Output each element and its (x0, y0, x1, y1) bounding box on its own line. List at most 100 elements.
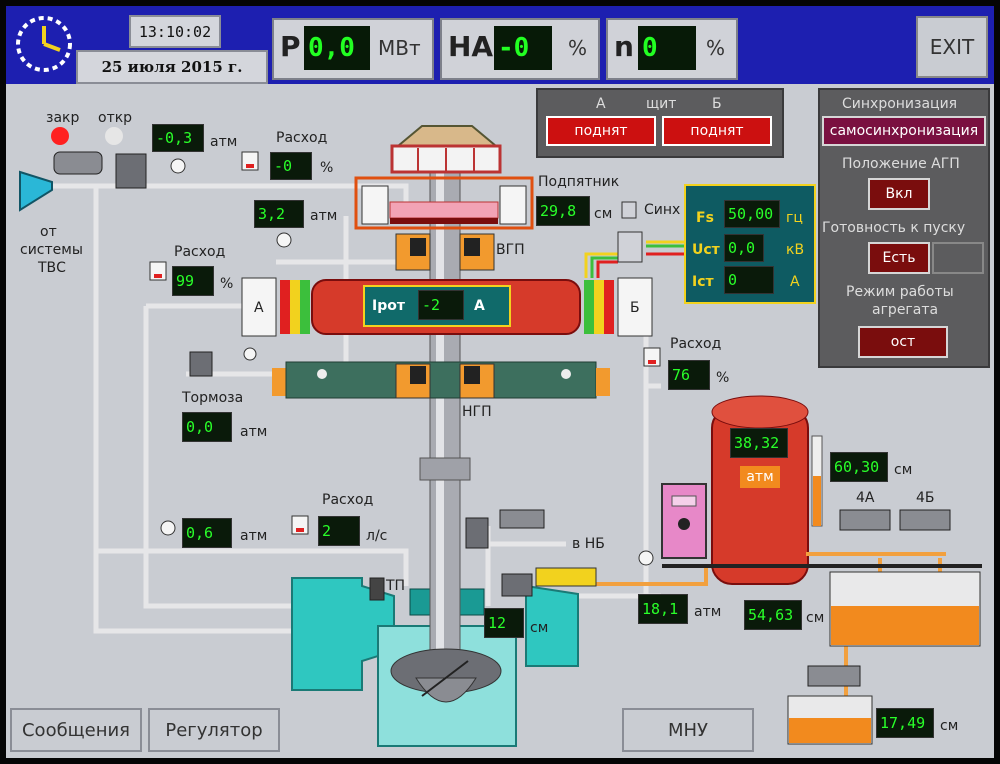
oil-sump-level (831, 606, 979, 645)
exit-button[interactable]: EXIT (916, 16, 988, 78)
tp-label: ТП (386, 578, 406, 594)
agp-state[interactable]: Вкл (868, 178, 930, 210)
closed-label: закр (46, 110, 80, 126)
gauge-icon (170, 158, 186, 174)
fs-value: 50,00 (724, 200, 780, 228)
inlet-flow-label: Расход (276, 130, 328, 146)
pump-icon (53, 151, 103, 175)
speed-value: 0 (638, 26, 696, 70)
brake-icon (189, 351, 213, 377)
tank-pressure-unit: атм (740, 466, 780, 488)
unit-mode-state[interactable]: ост (858, 326, 948, 358)
ust-value: 0,0 (724, 234, 764, 262)
pressure-2-unit: атм (694, 604, 722, 620)
sync-mode-button[interactable]: самосинхронизация (822, 116, 986, 146)
mnu-button[interactable]: МНУ (622, 708, 754, 752)
gauges (160, 158, 654, 566)
fs-label: Fs (696, 210, 714, 226)
inlet-flow-unit: % (320, 160, 334, 176)
pipes (52, 183, 661, 634)
flow-meters (149, 151, 661, 535)
brakes-unit: атм (240, 424, 268, 440)
unit-mode-title-1: Режим работы (846, 284, 954, 300)
source-line-3: ТВС (38, 260, 66, 276)
messages-button[interactable]: Сообщения (10, 708, 142, 752)
sump-level-value: 54,63 (744, 600, 802, 630)
control-cabinet (661, 483, 707, 559)
lower-flow-unit: л/с (366, 528, 388, 544)
ist-label: Iст (692, 274, 714, 290)
rotor-current-label: Iрот (372, 298, 405, 314)
inlet-pressure: -0,3 (152, 124, 204, 152)
power-metric: P 0,0 МВт (272, 18, 434, 80)
shield-a-state[interactable]: поднят (546, 116, 656, 146)
shield-col-b: Б (712, 96, 722, 112)
exciter-cap (390, 125, 502, 174)
thrust-unit: см (594, 206, 613, 222)
power-unit: МВт (378, 36, 421, 60)
tank-level-value: 60,30 (830, 452, 888, 482)
pump-icon (807, 665, 861, 687)
oil-pressure-tank (711, 395, 823, 585)
right-flow-value: 76 (668, 360, 710, 390)
drain-level-unit: см (940, 718, 959, 734)
gap-unit: см (530, 620, 549, 636)
main-shaft (390, 165, 502, 703)
shield-panel: А щит Б поднят поднят (536, 88, 784, 158)
guide-vane-label: НА (448, 30, 494, 63)
inlet-nozzle (19, 170, 53, 212)
valve-icon (369, 577, 385, 601)
ready-state[interactable]: Есть (868, 242, 930, 274)
sump-level-unit: см (806, 610, 825, 626)
right-flow-unit: % (716, 370, 730, 386)
guide-vane-metric: НА -0 % (440, 18, 600, 80)
pressure-2-value: 18,1 (638, 594, 688, 624)
to-nb-label: в НБ (572, 536, 605, 552)
tank-level-unit: см (894, 462, 913, 478)
sync-panel: Синхронизация самосинхронизация Положени… (818, 88, 990, 368)
drain-level-value: 17,49 (876, 708, 934, 738)
vgp-label: ВГП (496, 242, 525, 258)
unit-mode-title-2: агрегата (872, 302, 939, 318)
plant-schematic (19, 125, 982, 747)
drain-tank-level (789, 718, 871, 743)
lower-pressure: 0,6 (182, 518, 232, 548)
upper-guide-bearing (395, 233, 495, 271)
thrust-value: 29,8 (536, 196, 590, 226)
rotor-current-value: -2 (418, 290, 464, 320)
shield-col-mid: щит (646, 96, 677, 112)
valve-icon (501, 573, 533, 597)
thrust-label: Подпятник (538, 174, 620, 190)
ust-unit: кВ (786, 242, 805, 258)
pump-4a-label: 4А (856, 490, 875, 506)
thrust-bearing (354, 176, 534, 230)
sync-label: Синх (644, 202, 681, 218)
tank-pressure-value: 38,32 (730, 428, 788, 458)
source-line-1: от (40, 224, 57, 240)
closed-lamp (51, 127, 69, 145)
regulator-button[interactable]: Регулятор (148, 708, 280, 752)
sync-relay (617, 231, 643, 263)
ist-unit: А (790, 274, 800, 290)
power-label: P (280, 30, 301, 63)
valve-icon (465, 517, 489, 549)
clock-icon (16, 16, 72, 72)
sync-wiring (584, 240, 686, 278)
brakes-label: Тормоза (182, 390, 244, 406)
pump-icon (499, 509, 545, 529)
open-label: откр (98, 110, 133, 126)
valve-icon (115, 153, 147, 189)
speed-unit: % (706, 36, 726, 60)
gen-side-a: А (254, 300, 264, 316)
right-flow-label: Расход (670, 336, 722, 352)
lower-pressure-unit: атм (240, 528, 268, 544)
date-display: 25 июля 2015 г. (76, 50, 268, 84)
shield-b-state[interactable]: поднят (662, 116, 772, 146)
ready-title: Готовность к пуску (822, 220, 966, 236)
servomotor (535, 567, 597, 587)
stator-panel: Fs 50,00 гц Uст 0,0 кВ Iст 0 А (684, 184, 816, 304)
gauge-icon (243, 347, 257, 361)
bearing-pressure-unit: атм (310, 208, 338, 224)
lower-guide-bearing (272, 361, 610, 399)
ngp-label: НГП (462, 404, 492, 420)
